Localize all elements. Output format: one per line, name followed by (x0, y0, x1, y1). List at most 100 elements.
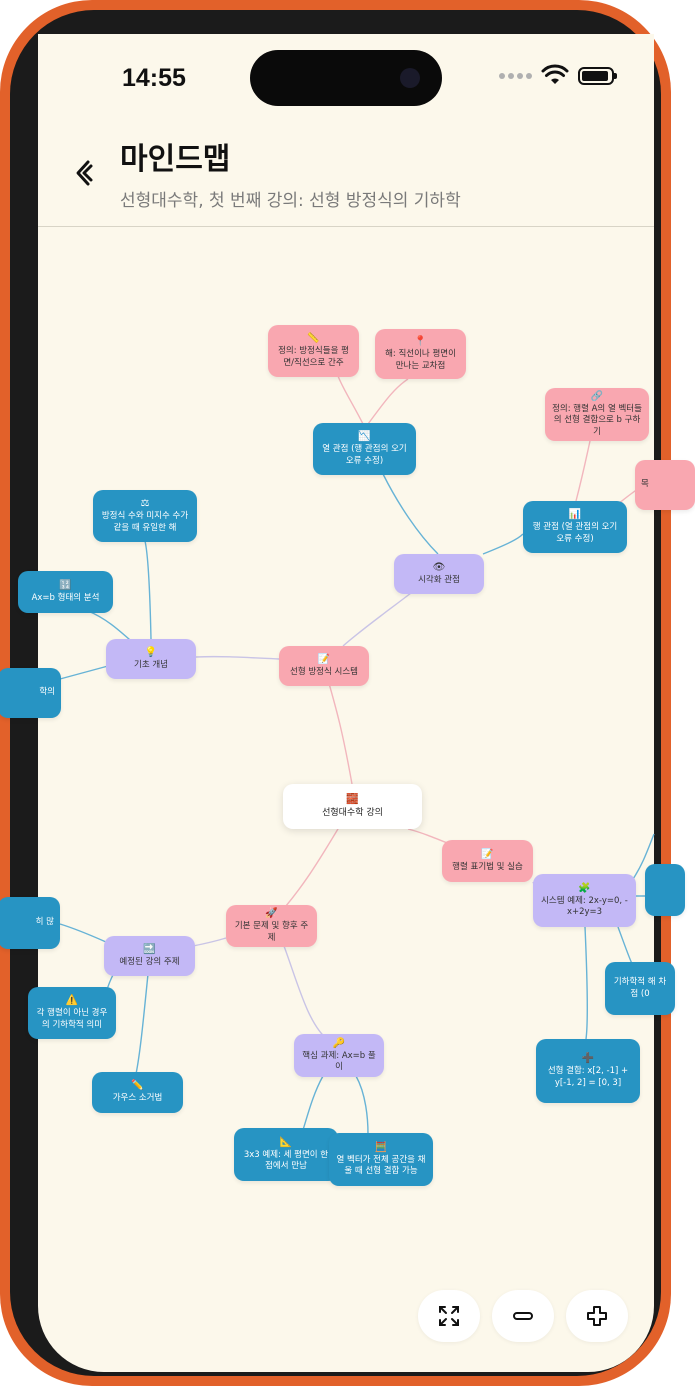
zoom-out-icon (513, 1312, 533, 1320)
node-solution-intersection[interactable]: 📍 해: 직선이나 평면이 만나는 교차점 (375, 329, 466, 379)
pin-icon: 📍 (414, 336, 427, 348)
node-def-column-combo[interactable]: 🔗 정의: 행렬 A의 열 벡터들의 선형 결합으로 b 구하기 (545, 388, 649, 441)
node-left-partial-label: 학의 (39, 687, 55, 698)
puzzle-icon: 🧩 (578, 882, 591, 894)
key-icon: 🔑 (332, 1037, 346, 1049)
link-icon: 🔗 (590, 390, 604, 402)
camera-icon (400, 68, 420, 88)
node-root[interactable]: 🧱 선형대수학 강의 (283, 784, 422, 829)
edge-future-upcoming (192, 937, 227, 947)
edge-core-span (355, 1075, 369, 1135)
balance-icon: ⚖ (140, 498, 150, 510)
node-axb-analysis-label: Ax=b 형태의 분석 (31, 592, 100, 603)
triangle-ruler-icon: 📐 (279, 1136, 293, 1148)
node-core-task-label: 핵심 과제: Ax=b 풀이 (302, 1050, 376, 1072)
fit-screen-button[interactable] (418, 1290, 480, 1342)
ruler-icon: 📏 (307, 333, 320, 345)
node-column-view-label: 열 관점 (행 관점의 오기 오류 수정) (322, 444, 407, 466)
node-solution-intersection-label: 해: 직선이나 평면이 만나는 교차점 (385, 349, 456, 371)
node-linear-system-label: 선형 방정식 시스템 (290, 666, 358, 677)
fit-screen-icon (439, 1306, 459, 1326)
mindmap-canvas[interactable]: 🧱 선형대수학 강의 📝 선형 방정식 시스템 💡 기초 개념 ⚖ 방정식 수와… (0, 34, 695, 1372)
edge-column-def (337, 375, 364, 425)
node-visual-view-label: 시각화 관점 (418, 574, 460, 585)
node-axb-analysis[interactable]: 🔢 Ax=b 형태의 분석 (18, 571, 113, 613)
node-geom-interp-label: 기하학적 해 차점 (0 (613, 977, 667, 999)
edge-column-solution (367, 378, 409, 425)
node-3x3-example[interactable]: 📐 3x3 예제: 세 평면이 한 점에서 만남 (234, 1128, 338, 1181)
node-linear-combo-label: 선형 결합: x[2, -1] + y[-1, 2] = [0, 3] (547, 1066, 629, 1088)
node-row-view[interactable]: 📊 행 관점 (열 관점의 오기 오류 수정) (523, 501, 627, 553)
node-matrix-notation[interactable]: 📝 행렬 표기법 및 실습 (442, 840, 533, 882)
zoom-out-button[interactable] (492, 1290, 554, 1342)
node-linear-combo[interactable]: ➕ 선형 결합: x[2, -1] + y[-1, 2] = [0, 3] (536, 1039, 640, 1103)
node-root-label: 선형대수학 강의 (322, 807, 383, 818)
node-row-view-label: 행 관점 (열 관점의 오기 오류 수정) (532, 522, 618, 544)
node-3x3-example-label: 3x3 예제: 세 평면이 한 점에서 만남 (243, 1149, 329, 1171)
node-matrix-notation-label: 행렬 표기법 및 실습 (452, 861, 523, 872)
wifi-icon (541, 64, 569, 84)
abacus-icon: 🧮 (374, 1141, 388, 1153)
node-upcoming[interactable]: 🔜 예정된 강의 주제 (104, 936, 195, 976)
node-basic-concepts-label: 기초 개념 (134, 659, 168, 670)
node-column-span[interactable]: 🧮 열 벡터가 전체 공간을 채울 때 선형 결합 가능 (329, 1133, 433, 1186)
node-linear-system[interactable]: 📝 선형 방정식 시스템 (279, 646, 369, 686)
phone-bezel: 🧱 선형대수학 강의 📝 선형 방정식 시스템 💡 기초 개념 ⚖ 방정식 수와… (0, 10, 695, 1376)
node-def-planes-label: 정의: 방정식들을 평면/직선으로 간주 (278, 346, 349, 368)
soon-arrow-icon: 🔜 (143, 943, 156, 955)
node-def-planes[interactable]: 📏 정의: 방정식들을 평면/직선으로 간주 (268, 325, 359, 377)
edge-upcoming-many (59, 923, 107, 943)
chevron-left-icon (76, 160, 93, 186)
numbers-icon: 🔢 (59, 579, 72, 591)
node-partial-many[interactable]: 히 많 (0, 897, 60, 949)
node-system-example-label: 시스템 예제: 2x-y=0, -x+2y=3 (541, 895, 628, 917)
lightbulb-icon: 💡 (144, 646, 158, 658)
page-subtitle: 선형대수학, 첫 번째 강의: 선형 방정식의 기하학 (120, 191, 461, 211)
node-future-topics-label: 기본 문제 및 향후 주제 (234, 921, 309, 943)
node-core-task[interactable]: 🔑 핵심 과제: Ax=b 풀이 (294, 1034, 384, 1077)
node-future-topics[interactable]: 🚀 기본 문제 및 향후 주제 (226, 905, 317, 947)
node-singular-meaning-label: 각 행렬이 아닌 경우의 기하학적 의미 (36, 1008, 108, 1030)
node-right-edge-partial[interactable] (645, 864, 685, 916)
status-time: 14:55 (122, 64, 186, 92)
warning-icon: ⚠️ (65, 995, 79, 1007)
edge-row-def (575, 440, 591, 502)
node-def-column-combo-label: 정의: 행렬 A의 열 벡터들의 선형 결합으로 b 구하기 (552, 403, 642, 437)
edge-system-up (632, 833, 655, 880)
node-left-partial[interactable]: 학의 (0, 668, 61, 718)
chart-down-icon: 📉 (358, 431, 371, 443)
edge-basic-unique (144, 540, 152, 640)
node-right-partial[interactable]: 목 (635, 460, 695, 510)
zoom-in-button[interactable] (566, 1290, 628, 1342)
node-upcoming-label: 예정된 강의 주제 (119, 956, 180, 967)
node-column-view[interactable]: 📉 열 관점 (행 관점의 오기 오류 수정) (313, 423, 416, 475)
signal-icon (499, 73, 532, 79)
node-basic-concepts[interactable]: 💡 기초 개념 (106, 639, 196, 679)
bar-chart-icon: 📊 (568, 509, 582, 521)
status-icons (499, 64, 617, 86)
edge-upcoming-gauss (135, 973, 149, 1075)
node-right-partial-label: 목 (641, 479, 649, 490)
screen: 🧱 선형대수학 강의 📝 선형 방정식 시스템 💡 기초 개념 ⚖ 방정식 수와… (0, 34, 695, 1372)
node-system-example[interactable]: 🧩 시스템 예제: 2x-y=0, -x+2y=3 (533, 874, 636, 927)
header-divider (38, 226, 654, 227)
memo-icon: 📝 (317, 653, 331, 665)
node-column-span-label: 열 벡터가 전체 공간을 채울 때 선형 결합 가능 (336, 1154, 426, 1176)
pencil-icon: ✏️ (131, 1080, 144, 1092)
edge-system-linear (584, 926, 589, 1040)
node-visual-view[interactable]: 👁 시각화 관점 (394, 554, 484, 594)
node-singular-meaning[interactable]: ⚠️ 각 행렬이 아닌 경우의 기하학적 의미 (28, 987, 116, 1039)
plus-icon: ➕ (581, 1053, 595, 1065)
page-title: 마인드맵 (120, 142, 231, 177)
memo-icon: 📝 (481, 848, 494, 860)
node-gauss-label: 가우스 소거법 (112, 1093, 163, 1104)
rocket-icon: 🚀 (265, 908, 278, 920)
edge-visual-column (382, 473, 439, 555)
back-button[interactable] (68, 156, 102, 190)
node-unique-solution[interactable]: ⚖ 방정식 수와 미지수 수가 같을 때 유일한 해 (93, 490, 197, 542)
node-geom-interp[interactable]: 기하학적 해 차점 (0 (605, 962, 675, 1015)
dynamic-island (250, 50, 442, 106)
battery-icon (578, 67, 617, 85)
node-gauss[interactable]: ✏️ 가우스 소거법 (92, 1072, 183, 1113)
